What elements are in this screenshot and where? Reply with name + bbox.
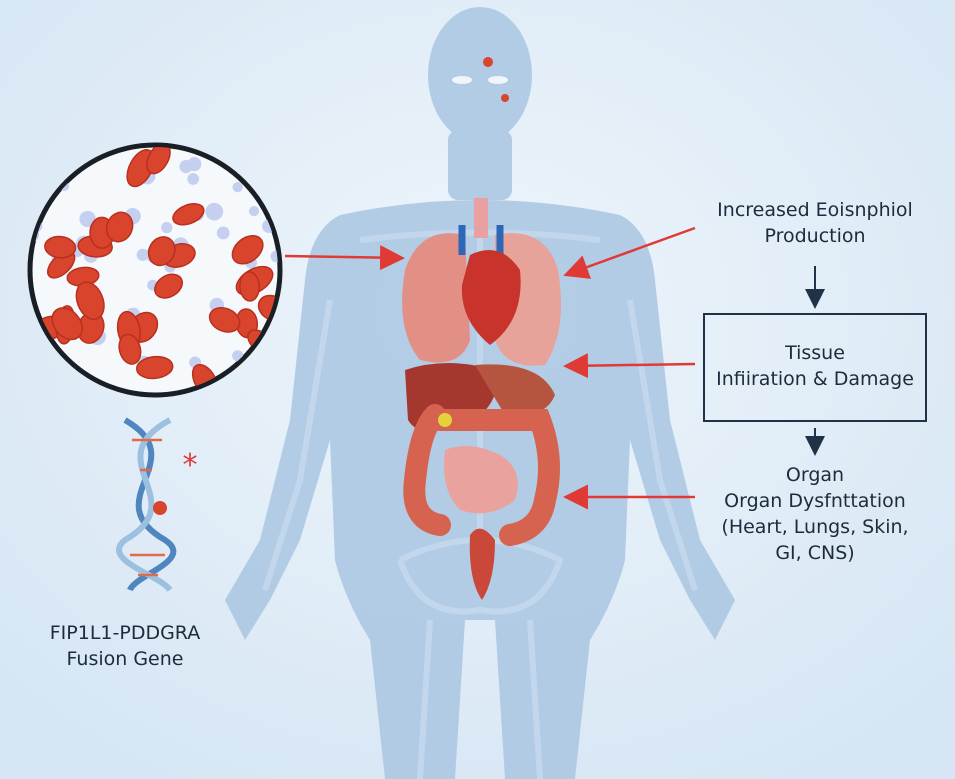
red-blood-cell: [208, 306, 241, 333]
flow-step-tissue-box: [703, 313, 927, 422]
red-blood-cell: [135, 355, 174, 380]
red-blood-cell: [172, 203, 205, 226]
white-cell: [270, 250, 278, 263]
left-lung: [402, 233, 470, 363]
flow-step-eosinophil-production: Increased Eoisnphiol Production: [695, 197, 935, 249]
step1-line2: Production: [764, 225, 866, 247]
gene-type: Fusion Gene: [66, 648, 184, 670]
small-intestine: [444, 446, 518, 514]
white-cell: [205, 202, 224, 221]
red-blood-cell: [44, 235, 77, 259]
white-cell: [136, 248, 149, 261]
blood-cells-magnified: [27, 142, 283, 398]
white-cell: [187, 173, 200, 185]
white-cell: [232, 182, 243, 193]
organs: [402, 198, 562, 600]
heart: [461, 250, 521, 345]
red-blood-cell: [51, 307, 83, 341]
bladder: [469, 528, 495, 600]
white-cell: [79, 210, 96, 228]
step3-line3: (Heart, Lungs, Skin,: [721, 516, 909, 538]
white-cell: [216, 226, 230, 240]
stomach: [475, 364, 555, 416]
red-blood-cell: [75, 281, 105, 321]
dna-helix-icon: *: [116, 417, 198, 593]
step3-line2: Organ Dysfnttation: [724, 490, 906, 512]
red-blood-cell: [146, 147, 171, 175]
gene-label: FIP1L1-PDDGRA Fusion Gene: [20, 620, 230, 672]
red-arrows: [284, 226, 696, 510]
red-blood-cell: [147, 236, 176, 267]
step2-line2: Infiiration & Damage: [716, 368, 914, 390]
mutation-star-icon: *: [183, 448, 198, 483]
step1-line1: Increased Eoisnphiol: [717, 199, 913, 221]
step3-line4: GI, CNS): [775, 542, 855, 564]
red-blood-cell: [105, 211, 134, 243]
white-cell: [248, 206, 260, 217]
step2-line1: Tissue: [785, 342, 845, 364]
gene-name: FIP1L1-PDDGRA: [49, 622, 201, 644]
red-blood-cell: [239, 271, 261, 302]
step3-line1: Organ: [785, 464, 845, 486]
colon: [403, 404, 560, 546]
white-cell: [179, 159, 193, 174]
flow-step-organ-dysfunction: Organ Organ Dysfnttation (Heart, Lungs, …: [695, 462, 935, 566]
red-blood-cell: [154, 273, 184, 299]
white-cell: [161, 221, 173, 234]
red-blood-cell: [231, 234, 264, 265]
red-blood-cell: [118, 333, 142, 365]
flow-step-tissue: Tissue Infiiration & Damage: [695, 340, 935, 392]
face: [452, 57, 509, 102]
